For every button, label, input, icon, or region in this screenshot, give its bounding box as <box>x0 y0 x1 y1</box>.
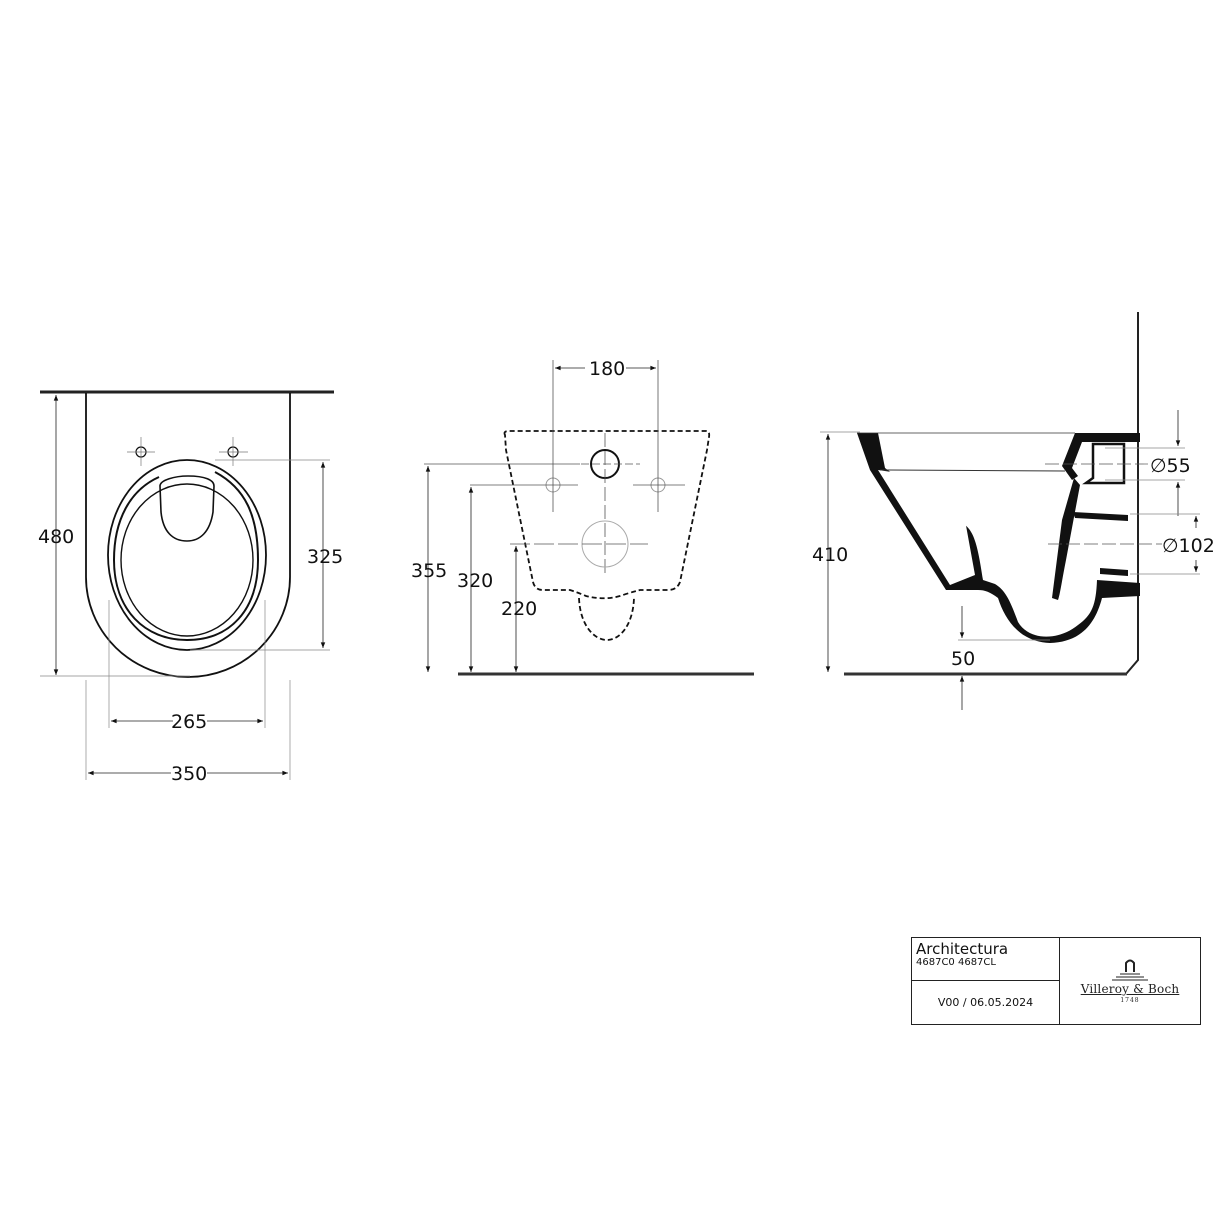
rear-view: 180 355 320 220 <box>411 358 754 676</box>
dim-320-label: 320 <box>457 570 493 592</box>
product-cell: Architectura 4687C0 4687CL <box>912 938 1059 981</box>
dim-220-label: 220 <box>501 598 537 620</box>
top-view: 480 325 265 350 <box>38 390 343 785</box>
seat-fixing-hole-right <box>219 437 248 466</box>
seat-fixing-hole-left <box>127 437 155 466</box>
dim-diameter-102-label: ∅102 <box>1162 535 1214 557</box>
dim-180-label: 180 <box>589 358 625 380</box>
title-block: Architectura 4687C0 4687CL V00 / 06.05.2… <box>911 937 1201 1025</box>
dim-50-label: 50 <box>951 648 975 670</box>
product-codes: 4687C0 4687CL <box>916 957 996 968</box>
dim-410-label: 410 <box>812 544 848 566</box>
dim-265-label: 265 <box>171 711 207 733</box>
title-block-info: Architectura 4687C0 4687CL V00 / 06.05.2… <box>912 938 1060 1024</box>
dim-480-label: 480 <box>38 526 74 548</box>
dim-350-label: 350 <box>171 763 207 785</box>
side-view: 410 ∅55 ∅102 50 <box>812 312 1214 710</box>
product-name: Architectura <box>916 940 1009 958</box>
dim-diameter-55-label: ∅55 <box>1150 455 1191 477</box>
brand-year: 1748 <box>1120 997 1140 1004</box>
dim-325-label: 325 <box>307 546 343 568</box>
fountain-logo-icon <box>1112 959 1148 981</box>
revision-date: V00 / 06.05.2024 <box>937 996 1034 1009</box>
dim-355-label: 355 <box>411 560 447 582</box>
brand-logo: Villeroy & Boch 1748 <box>1060 938 1200 1024</box>
brand-name: Villeroy & Boch <box>1080 982 1180 996</box>
